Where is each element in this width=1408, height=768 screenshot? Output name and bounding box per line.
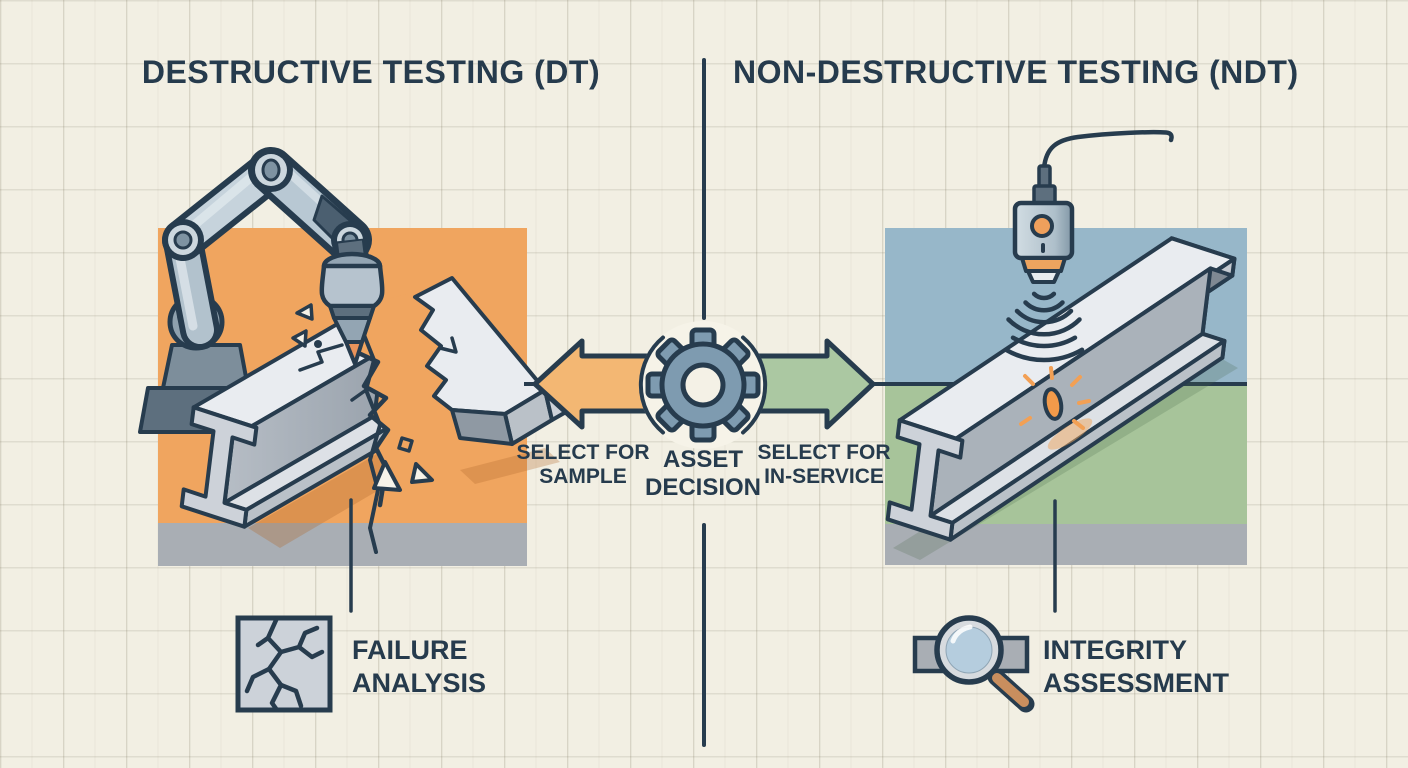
crack-on-surface [298, 343, 344, 372]
probe-cable [1041, 129, 1174, 171]
impact-tool [319, 238, 385, 366]
cracked-sample-icon [235, 615, 333, 713]
lens-highlight [950, 624, 973, 644]
probe-indicator-light [1030, 214, 1054, 238]
ndt-title: NON-DESTRUCTIVE TESTING (NDT) [733, 54, 1299, 90]
hub-arc-left [638, 335, 665, 435]
integrity-assessment-label: INTEGRITY ASSESSMENT [1043, 635, 1230, 698]
failure-analysis-label: FAILURE ANALYSIS [352, 635, 487, 698]
ultrasound-waves [1003, 291, 1085, 363]
crack-center [360, 328, 383, 554]
hub-arc-right [741, 335, 768, 435]
defect-glow-rays [1019, 366, 1091, 430]
arm-joint-1 [162, 219, 204, 261]
debris-fragments [372, 436, 434, 492]
select-for-inservice-label: SELECT FOR IN-SERVICE [757, 441, 891, 488]
asset-decision-hub [638, 321, 768, 449]
impact-sparks [291, 303, 322, 348]
defect-indicator [1019, 366, 1093, 450]
asset-decision-label: ASSET DECISION [644, 446, 761, 501]
magnifying-glass-icon [912, 615, 1035, 713]
ultrasonic-probe [1003, 129, 1174, 363]
tool-tip [344, 340, 364, 366]
robot-arm [162, 147, 385, 366]
select-for-sample-label: SELECT FOR SAMPLE [516, 441, 650, 488]
fracture-gap [298, 288, 455, 554]
gear-icon [645, 327, 761, 443]
arm-joint-top [249, 148, 293, 192]
dt-title: DESTRUCTIVE TESTING (DT) [141, 54, 601, 90]
callout-connectors [349, 498, 1057, 613]
